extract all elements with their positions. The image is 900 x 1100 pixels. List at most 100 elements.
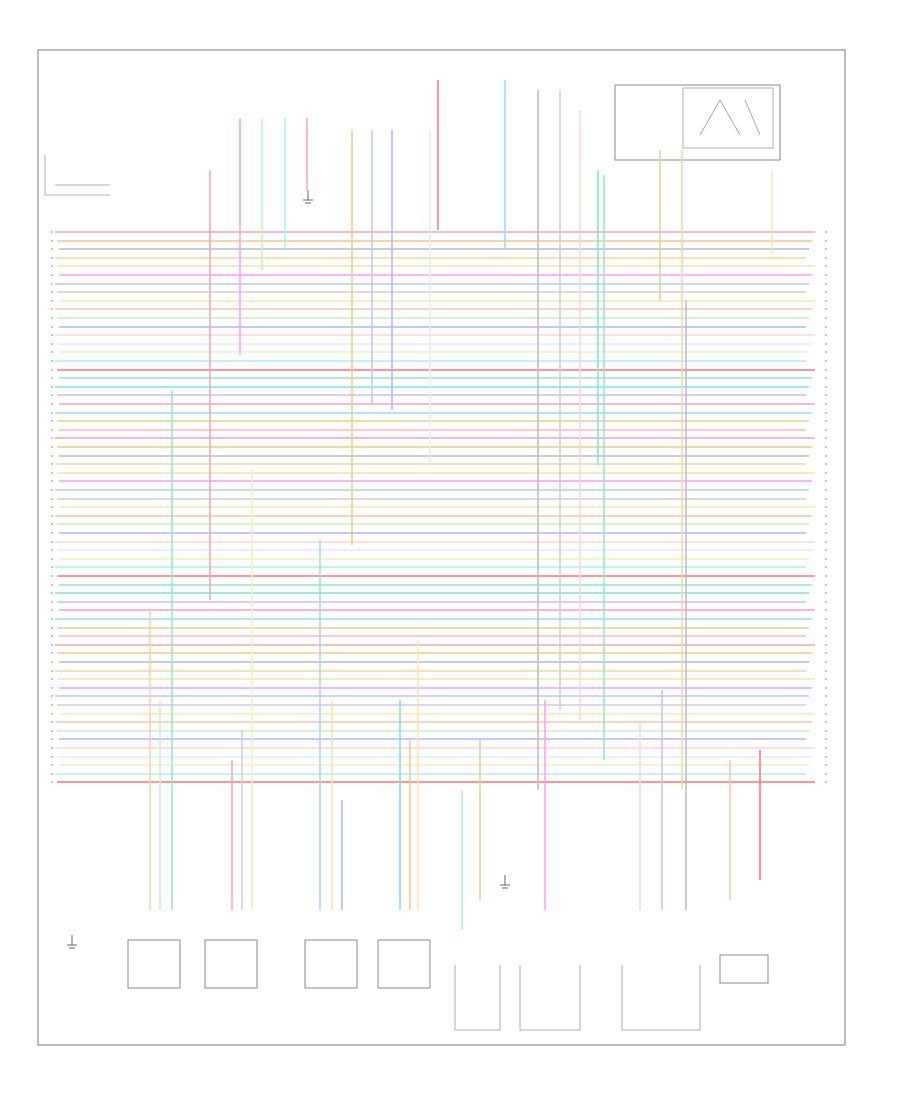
left-pin <box>51 326 53 328</box>
right-pin <box>825 326 827 328</box>
right-pin <box>825 515 827 517</box>
left-pin <box>51 575 53 577</box>
right-pin <box>825 781 827 783</box>
right-pin <box>825 360 827 362</box>
right-pin <box>825 713 827 715</box>
components-layer <box>44 84 781 1031</box>
left-pin <box>51 403 53 405</box>
relay-contact <box>699 99 761 136</box>
left-pin <box>51 713 53 715</box>
left-pin <box>51 627 53 629</box>
right-pin <box>825 472 827 474</box>
left-pin <box>51 558 53 560</box>
right-pin <box>825 721 827 723</box>
right-pin <box>825 343 827 345</box>
right-pin <box>825 334 827 336</box>
connector-bracket <box>454 965 501 1031</box>
right-pin <box>825 506 827 508</box>
left-pin <box>51 265 53 267</box>
right-pin <box>825 584 827 586</box>
left-pin <box>51 781 53 783</box>
right-pin <box>825 764 827 766</box>
left-pin <box>51 283 53 285</box>
left-pin <box>51 609 53 611</box>
left-pin <box>51 317 53 319</box>
left-pin <box>51 670 53 672</box>
left-pin <box>51 532 53 534</box>
ground-icon <box>303 190 313 204</box>
left-pin <box>51 386 53 388</box>
left-pin <box>51 412 53 414</box>
right-pin <box>825 756 827 758</box>
right-pin <box>825 257 827 259</box>
right-pin <box>825 532 827 534</box>
right-pin <box>825 308 827 310</box>
ground-icon <box>500 875 510 889</box>
left-pin <box>51 523 53 525</box>
connector-bracket <box>519 965 581 1031</box>
left-pin <box>51 584 53 586</box>
right-pin <box>825 678 827 680</box>
left-pin <box>51 360 53 362</box>
left-pin <box>51 601 53 603</box>
right-pin <box>825 730 827 732</box>
left-pin <box>51 498 53 500</box>
right-pin <box>825 558 827 560</box>
left-pin <box>51 687 53 689</box>
left-pin <box>51 463 53 465</box>
diagram-frame <box>37 49 846 1046</box>
right-pin <box>825 566 827 568</box>
left-pin <box>51 334 53 336</box>
left-pin <box>51 472 53 474</box>
right-pin <box>825 386 827 388</box>
right-pin <box>825 549 827 551</box>
left-pin <box>51 394 53 396</box>
pins-layer <box>51 231 827 783</box>
right-pin <box>825 446 827 448</box>
ground-icon <box>67 935 77 949</box>
left-pin <box>51 756 53 758</box>
left-pin <box>51 635 53 637</box>
right-pin <box>825 265 827 267</box>
right-pin <box>825 317 827 319</box>
relay-module-box <box>614 84 781 161</box>
left-pin <box>51 257 53 259</box>
left-pin <box>51 248 53 250</box>
right-pin <box>825 403 827 405</box>
right-pin <box>825 489 827 491</box>
right-pin <box>825 695 827 697</box>
right-pin <box>825 687 827 689</box>
left-pin <box>51 678 53 680</box>
left-pin <box>51 747 53 749</box>
right-pin <box>825 618 827 620</box>
left-pin <box>51 721 53 723</box>
right-pin <box>825 463 827 465</box>
left-pin <box>51 274 53 276</box>
component-box <box>304 939 358 989</box>
left-pin <box>51 343 53 345</box>
left-pin <box>51 231 53 233</box>
left-pin <box>51 618 53 620</box>
wires-layer <box>55 80 815 930</box>
left-pin <box>51 515 53 517</box>
left-pin <box>51 730 53 732</box>
component-box <box>127 939 181 989</box>
left-pin <box>51 308 53 310</box>
right-pin <box>825 592 827 594</box>
right-pin <box>825 291 827 293</box>
left-pin <box>51 369 53 371</box>
right-pin <box>825 738 827 740</box>
left-pin <box>51 541 53 543</box>
right-pin <box>825 300 827 302</box>
right-pin <box>825 575 827 577</box>
left-pin <box>51 704 53 706</box>
left-pin <box>51 764 53 766</box>
left-pin <box>51 455 53 457</box>
sensor-bracket <box>44 155 110 196</box>
left-pin <box>51 566 53 568</box>
right-pin <box>825 635 827 637</box>
right-pin <box>825 480 827 482</box>
left-pin <box>51 291 53 293</box>
left-pin <box>51 420 53 422</box>
